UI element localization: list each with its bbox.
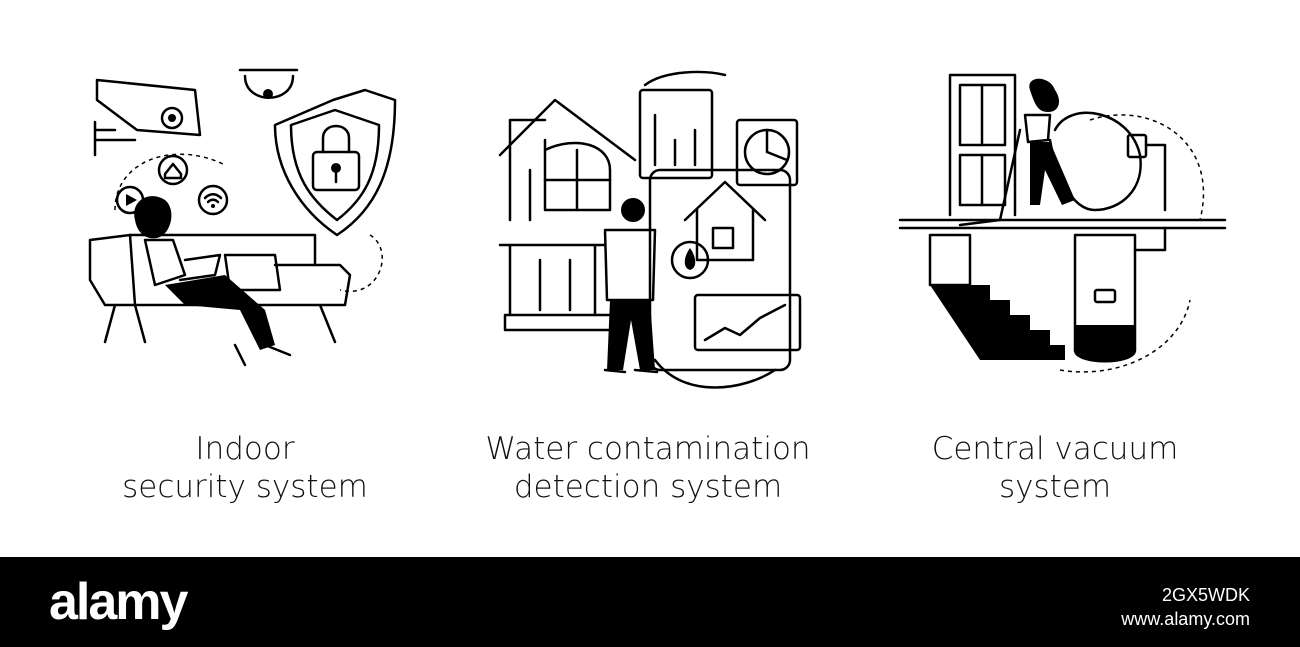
wifi-icon bbox=[197, 184, 229, 216]
image-id-block: 2GX5WDK www.alamy.com bbox=[1121, 583, 1250, 631]
caption-line: Indoor bbox=[195, 431, 295, 467]
caption-water-contamination: Water contamination detection system bbox=[438, 430, 858, 506]
alamy-logo: alamy bbox=[49, 573, 188, 631]
image-id: 2GX5WDK bbox=[1161, 585, 1250, 605]
caption-line: detection system bbox=[513, 469, 783, 505]
caption-line: Central vacuum bbox=[931, 431, 1179, 467]
caption-line: system bbox=[998, 469, 1112, 505]
vacuum-unit-icon bbox=[1059, 226, 1191, 373]
caption-indoor-security: Indoor security system bbox=[35, 430, 455, 506]
vacuum-hose-icon bbox=[1048, 111, 1205, 221]
caption-line: security system bbox=[122, 469, 368, 505]
pie-chart-icon bbox=[735, 118, 799, 187]
caption-central-vacuum: Central vacuum system bbox=[845, 430, 1265, 506]
illustration-central-vacuum bbox=[890, 60, 1230, 390]
line-chart-icon bbox=[693, 293, 802, 352]
house-icon bbox=[498, 98, 637, 332]
dome-camera-icon bbox=[238, 68, 299, 99]
site-url: www.alamy.com bbox=[1121, 609, 1250, 629]
watermark-bar bbox=[0, 557, 1300, 647]
woman-with-laptop-icon bbox=[134, 196, 292, 367]
water-drop-icon bbox=[670, 240, 710, 280]
illustration-water-contamination bbox=[485, 60, 825, 390]
sofa-icon bbox=[88, 233, 352, 344]
mini-house-icon bbox=[683, 180, 767, 262]
bar-chart-icon bbox=[638, 88, 714, 180]
woman-vacuuming-icon bbox=[958, 78, 1075, 227]
caption-line: Water contamination bbox=[485, 431, 811, 467]
smart-home-icon bbox=[157, 154, 189, 186]
wall-outlet-icon bbox=[1126, 133, 1167, 212]
phone-icon bbox=[648, 168, 792, 372]
illustration-indoor-security bbox=[75, 60, 415, 390]
door-icon bbox=[948, 73, 1017, 217]
stairs-icon bbox=[928, 233, 1065, 360]
shield-lock-icon bbox=[273, 88, 397, 237]
security-camera-icon bbox=[93, 78, 202, 157]
man-with-phone-icon bbox=[603, 198, 659, 374]
